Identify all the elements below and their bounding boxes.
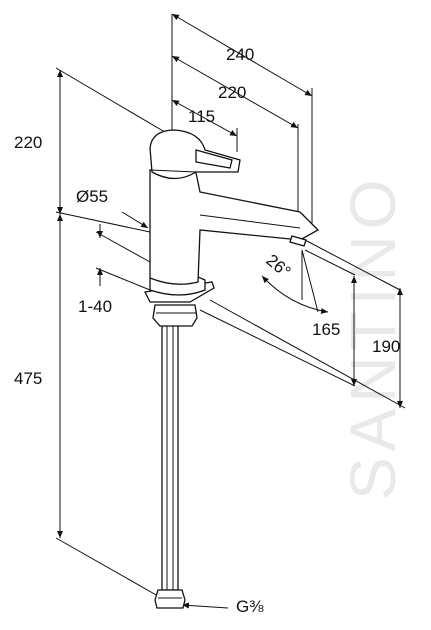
dim-line-thread <box>181 602 229 609</box>
supply-hose <box>161 324 179 591</box>
label-240: 240 <box>226 45 254 64</box>
dim-arc-angle <box>261 275 329 314</box>
dim-line-220-top <box>171 55 299 129</box>
faucet-body <box>149 167 320 285</box>
hose-connector <box>154 589 186 609</box>
mounting-nut <box>152 304 198 327</box>
label-220-left: 220 <box>14 133 42 152</box>
label-220-top: 220 <box>218 83 246 102</box>
label-115: 115 <box>188 107 215 126</box>
label-475: 475 <box>14 369 42 388</box>
label-165: 165 <box>312 320 340 339</box>
label-thread: G⅜ <box>236 597 264 616</box>
dim-line-diameter <box>121 211 149 229</box>
label-angle: 26° <box>262 251 294 282</box>
label-range: 1-40 <box>78 297 112 316</box>
lever-slot <box>195 149 233 169</box>
faucet <box>144 129 320 609</box>
dimension-lines <box>57 13 403 609</box>
label-190: 190 <box>372 337 400 356</box>
label-diameter: Ø55 <box>76 187 108 206</box>
aerator <box>289 235 307 247</box>
lever-handle <box>149 129 241 180</box>
dim-line-115 <box>171 99 238 137</box>
